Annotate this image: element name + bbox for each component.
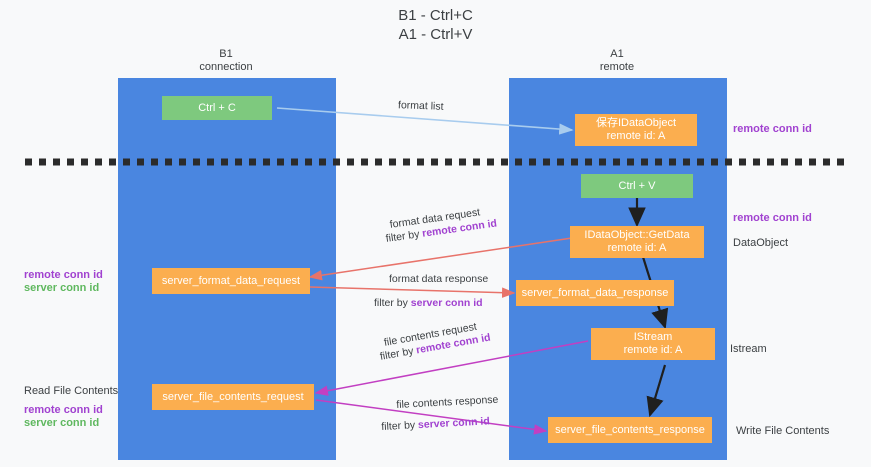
filter-prefix-4: filter by (381, 419, 419, 433)
annotation-left-server-conn-id-bottom: server conn id (24, 417, 100, 429)
column-header-a1-sub: remote (599, 61, 635, 73)
box-istream-line1: IStream (633, 331, 673, 343)
annotation-remote-conn-id-top: remote conn id (733, 123, 812, 135)
box-save-idataobject-line1: 保存IDataObject (595, 117, 677, 129)
box-ctrl-c-label: Ctrl + C (198, 101, 236, 114)
annotation-left-remote-conn-id-mid: remote conn id (24, 269, 103, 281)
arrow-label-format-list: format list (397, 99, 444, 113)
annotation-write-file-contents: Write File Contents (736, 425, 830, 437)
box-server-file-contents-response-label: server_file_contents_response (555, 423, 705, 436)
box-server-format-data-response[interactable]: server_format_data_response (516, 280, 674, 306)
box-istream-line2: remote id: A (623, 344, 683, 356)
box-idataobject-getdata-line1: IDataObject::GetData (584, 229, 690, 241)
box-ctrl-v-label: Ctrl + V (618, 179, 656, 192)
annotation-read-file-contents: Read File Contents (24, 385, 119, 397)
column-header-b1-name: B1 (219, 48, 233, 60)
column-header-b1-sub: connection (199, 61, 253, 73)
box-ctrl-v[interactable]: Ctrl + V (581, 174, 693, 198)
filter-prefix-2: filter by (374, 297, 411, 309)
arrow-label-file-contents-response-filter: filter by server conn id (381, 415, 490, 434)
box-ctrl-c[interactable]: Ctrl + C (162, 96, 272, 120)
filter-key-server-conn-id-2: server conn id (417, 415, 491, 432)
box-server-file-contents-response[interactable]: server_file_contents_response (548, 417, 712, 443)
box-server-file-contents-request-label: server_file_contents_request (162, 390, 304, 403)
box-idataobject-getdata[interactable]: IDataObject::GetData remote id: A (570, 226, 704, 258)
annotation-istream: Istream (730, 343, 767, 355)
annotation-left-server-conn-id-mid: server conn id (24, 282, 100, 294)
box-save-idataobject-line2: remote id: A (606, 130, 666, 142)
arrow-label-format-data-response: format data response (389, 273, 489, 285)
filter-key-server-conn-id-1: server conn id (410, 297, 483, 309)
box-server-format-data-request[interactable]: server_format_data_request (152, 268, 310, 294)
page-title: B1 - Ctrl+C A1 - Ctrl+V (0, 6, 871, 44)
annotation-dataobject: DataObject (733, 237, 789, 249)
box-save-idataobject[interactable]: 保存IDataObject remote id: A (575, 114, 697, 146)
box-server-format-data-response-label: server_format_data_response (521, 286, 669, 299)
column-header-a1: A1 remote (517, 48, 717, 74)
box-server-file-contents-request[interactable]: server_file_contents_request (152, 384, 314, 410)
column-header-b1: B1 connection (126, 48, 326, 74)
annotation-left-remote-conn-id-bottom: remote conn id (24, 404, 103, 416)
arrow-label-file-contents-response: file contents response (396, 393, 499, 411)
title-line-2: A1 - Ctrl+V (398, 26, 473, 43)
column-header-a1-name: A1 (610, 48, 624, 60)
annotation-remote-conn-id-mid: remote conn id (733, 212, 812, 224)
box-idataobject-getdata-line2: remote id: A (607, 242, 667, 254)
title-line-1: B1 - Ctrl+C (398, 7, 473, 24)
arrow-format-data-response (309, 286, 516, 298)
arrow-label-format-data-response-filter: filter by server conn id (374, 297, 483, 310)
box-istream[interactable]: IStream remote id: A (591, 328, 715, 360)
box-server-format-data-request-label: server_format_data_request (161, 274, 301, 287)
